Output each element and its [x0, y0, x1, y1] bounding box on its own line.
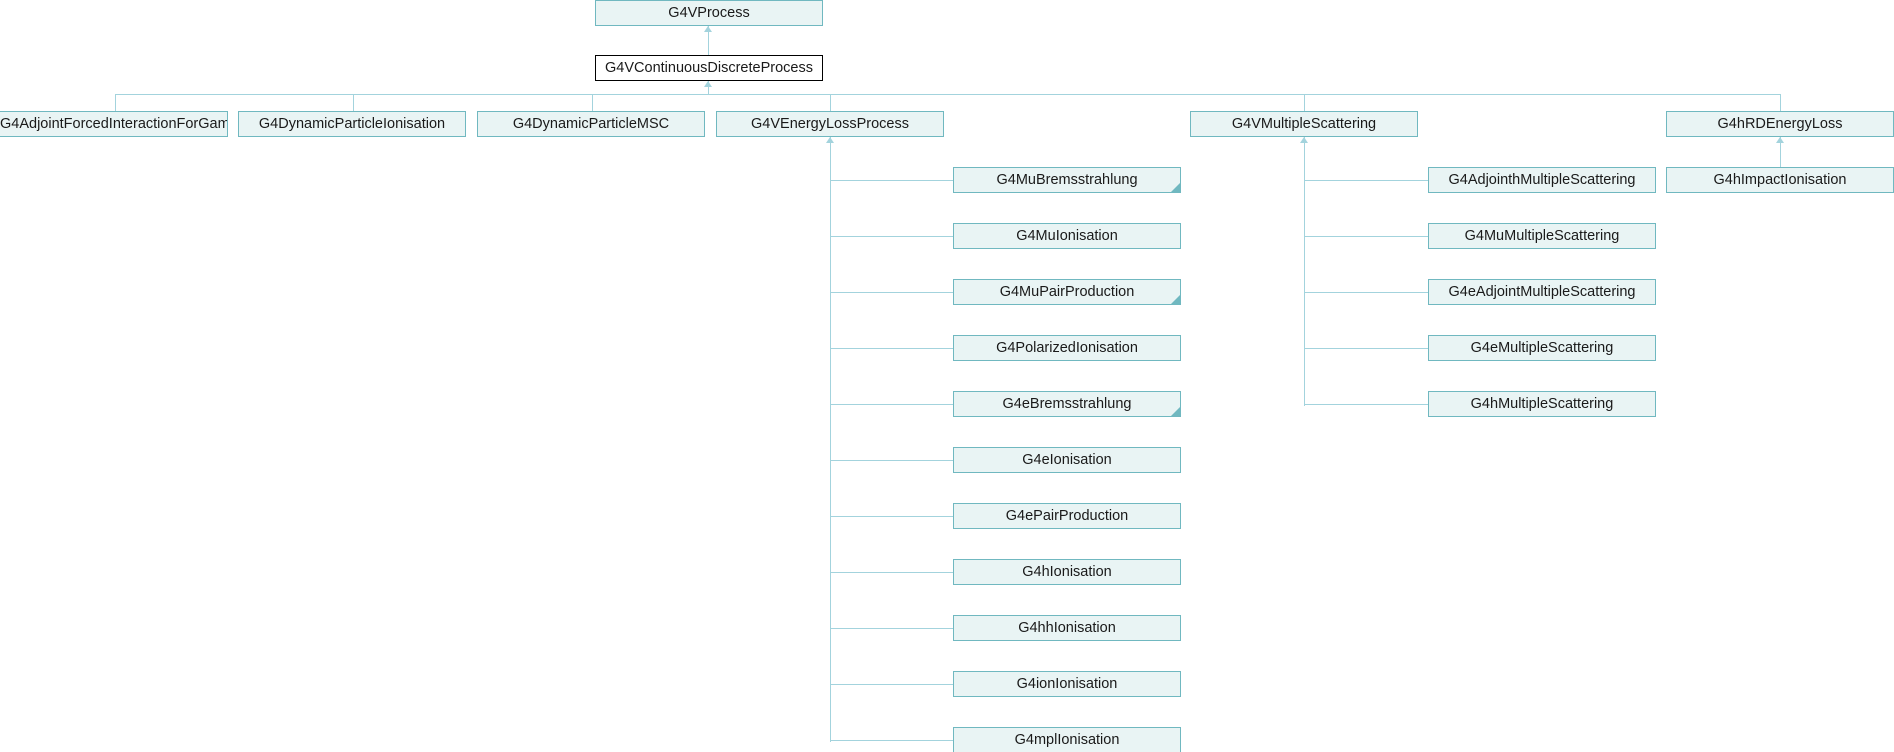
class-node-g4mumultiplescattering[interactable]: G4MuMultipleScattering: [1428, 223, 1656, 249]
e-stub-g4epairproduction: [830, 516, 953, 517]
class-node-label: G4hRDEnergyLoss: [1717, 116, 1843, 132]
class-node-g4hrdenergyloss[interactable]: G4hRDEnergyLoss: [1666, 111, 1894, 137]
class-node-label: G4hhIonisation: [1018, 620, 1116, 636]
class-node-label: G4VProcess: [668, 5, 750, 21]
class-node-label: G4MuPairProduction: [999, 284, 1135, 300]
class-node-g4adjointhmultiplescattering[interactable]: G4AdjointhMultipleScattering: [1428, 167, 1656, 193]
e-cdp-down: [708, 81, 709, 95]
class-node-g4polarizedionisation[interactable]: G4PolarizedIonisation: [953, 335, 1181, 361]
e-drop-dynmsc: [592, 94, 593, 111]
e-drop-rdenergyloss: [1780, 94, 1781, 111]
class-node-label: G4MuIonisation: [1016, 228, 1118, 244]
class-node-label: G4VContinuousDiscreteProcess: [605, 60, 813, 76]
e-stub-g4hhionisation: [830, 628, 953, 629]
class-node-g4emultiplescattering[interactable]: G4eMultipleScattering: [1428, 335, 1656, 361]
class-node-g4hionisation[interactable]: G4hIonisation: [953, 559, 1181, 585]
class-node-label: G4hMultipleScattering: [1470, 396, 1614, 412]
class-node-label: G4hImpactIonisation: [1713, 172, 1847, 188]
class-node-label: G4eMultipleScattering: [1470, 340, 1614, 356]
e-stub-g4muionisation: [830, 236, 953, 237]
e-drop-adjointforced: [115, 94, 116, 111]
class-node-g4eionisation[interactable]: G4eIonisation: [953, 447, 1181, 473]
class-node-g4eadjointmultiplescattering[interactable]: G4eAdjointMultipleScattering: [1428, 279, 1656, 305]
e-drop-energyloss: [830, 94, 831, 111]
class-node-label: G4eBremsstrahlung: [1002, 396, 1132, 412]
class-node-label: G4mplIonisation: [1014, 732, 1120, 748]
class-node-label: G4eAdjointMultipleScattering: [1448, 284, 1636, 300]
class-node-label: G4AdjointForcedInteractionForGamma: [0, 116, 228, 132]
e-spine-multiplescattering: [1304, 137, 1305, 406]
class-node-g4ebremsstrahlung[interactable]: G4eBremsstrahlung: [953, 391, 1181, 417]
e-process-to-cdp: [708, 26, 709, 55]
arrow-to-g4hrdenergyloss: [1776, 137, 1784, 143]
class-node-label: G4hIonisation: [1022, 564, 1112, 580]
class-node-label: G4VEnergyLossProcess: [751, 116, 909, 132]
e-drop-dynionisation: [353, 94, 354, 111]
class-node-label: G4MuBremsstrahlung: [996, 172, 1138, 188]
class-node-label: G4AdjointhMultipleScattering: [1448, 172, 1636, 188]
class-node-g4vcontinuousdiscreteprocess[interactable]: G4VContinuousDiscreteProcess: [595, 55, 823, 81]
e-spine-energyloss: [830, 137, 831, 742]
e-stub-g4mupairproduction: [830, 292, 953, 293]
arrow-to-g4vmultiplescattering: [1300, 137, 1308, 143]
class-node-label: G4DynamicParticleIonisation: [258, 116, 446, 132]
arrow-to-g4vcontinuousdiscreteprocess: [704, 81, 712, 87]
class-node-g4muionisation[interactable]: G4MuIonisation: [953, 223, 1181, 249]
e-stub-g4polarizedionisation: [830, 348, 953, 349]
e-stub-g4eadjointmultiplescattering: [1304, 292, 1428, 293]
e-stub-g4ionionisation: [830, 684, 953, 685]
e-stub-g4adjointhmultiplescattering: [1304, 180, 1428, 181]
class-node-g4epairproduction[interactable]: G4ePairProduction: [953, 503, 1181, 529]
class-node-g4mupairproduction[interactable]: G4MuPairProduction: [953, 279, 1181, 305]
e-level2-bus: [115, 94, 1781, 95]
class-node-label: G4eIonisation: [1022, 452, 1112, 468]
class-node-g4adjointforcedinteractionforgamma[interactable]: G4AdjointForcedInteractionForGamma: [0, 111, 228, 137]
e-stub-g4mplionisation: [830, 740, 953, 741]
class-node-g4hmultiplescattering[interactable]: G4hMultipleScattering: [1428, 391, 1656, 417]
class-node-g4venergylossprocess[interactable]: G4VEnergyLossProcess: [716, 111, 944, 137]
e-drop-multiplescattering: [1304, 94, 1305, 111]
e-stub-g4mumultiplescattering: [1304, 236, 1428, 237]
class-node-label: G4DynamicParticleMSC: [512, 116, 670, 132]
class-node-g4mubremsstrahlung[interactable]: G4MuBremsstrahlung: [953, 167, 1181, 193]
e-rdenergyloss-to-impact: [1780, 137, 1781, 167]
class-node-g4himpactionisation[interactable]: G4hImpactIonisation: [1666, 167, 1894, 193]
class-node-g4mplionisation[interactable]: G4mplIonisation: [953, 727, 1181, 752]
class-node-g4dynamicparticleionisation[interactable]: G4DynamicParticleIonisation: [238, 111, 466, 137]
e-stub-g4eionisation: [830, 460, 953, 461]
class-node-g4vmultiplescattering[interactable]: G4VMultipleScattering: [1190, 111, 1418, 137]
e-stub-g4mubremsstrahlung: [830, 180, 953, 181]
class-node-g4vprocess[interactable]: G4VProcess: [595, 0, 823, 26]
e-stub-g4emultiplescattering: [1304, 348, 1428, 349]
arrow-to-g4vprocess: [704, 26, 712, 32]
class-node-label: G4PolarizedIonisation: [996, 340, 1138, 356]
e-stub-g4hionisation: [830, 572, 953, 573]
class-node-label: G4ePairProduction: [1005, 508, 1129, 524]
arrow-to-g4venergylossprocess: [826, 137, 834, 143]
class-node-g4hhionisation[interactable]: G4hhIonisation: [953, 615, 1181, 641]
e-stub-g4hmultiplescattering: [1304, 404, 1428, 405]
class-node-label: G4ionIonisation: [1016, 676, 1118, 692]
class-node-label: G4MuMultipleScattering: [1464, 228, 1620, 244]
class-node-label: G4VMultipleScattering: [1231, 116, 1377, 132]
class-node-g4ionionisation[interactable]: G4ionIonisation: [953, 671, 1181, 697]
class-node-g4dynamicparticlemsc[interactable]: G4DynamicParticleMSC: [477, 111, 705, 137]
e-stub-g4ebremsstrahlung: [830, 404, 953, 405]
